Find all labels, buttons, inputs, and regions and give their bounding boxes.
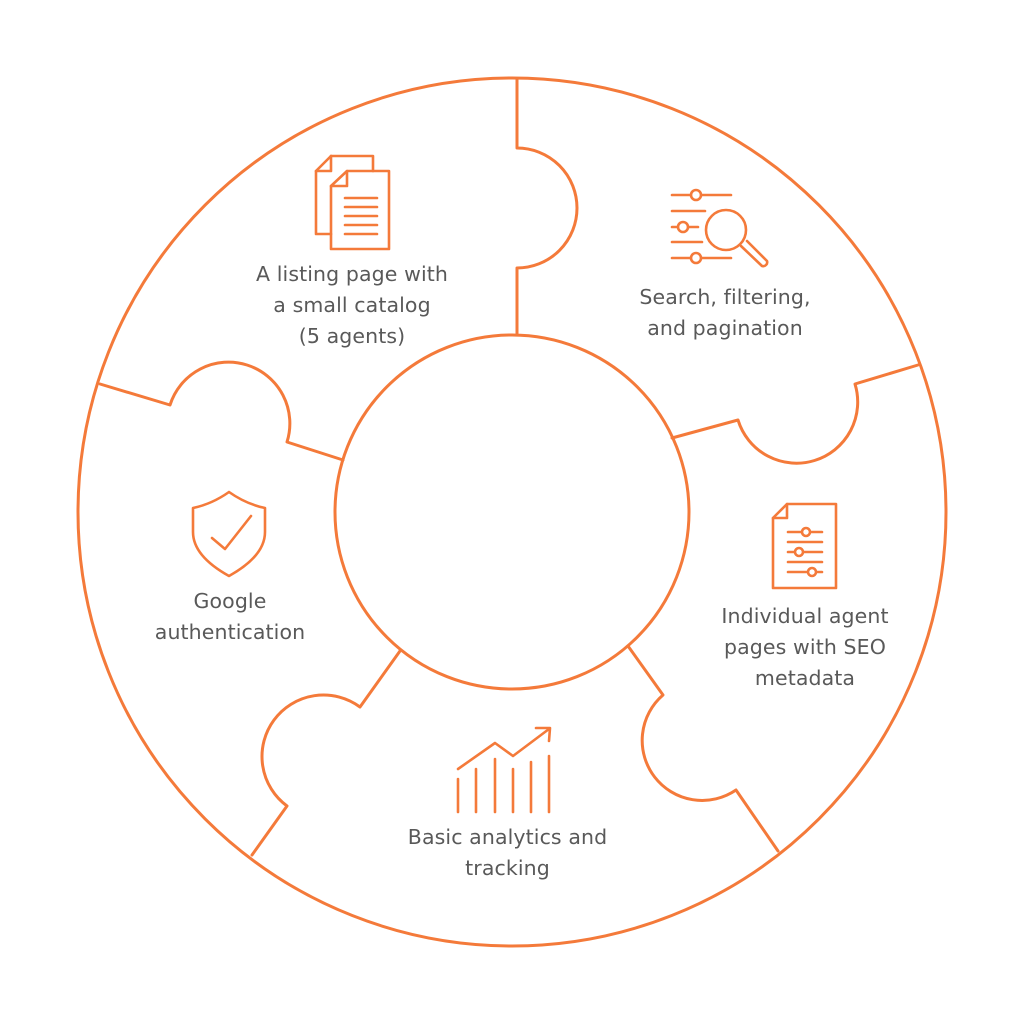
label-line: tracking	[465, 856, 550, 880]
connector-lower-left	[250, 649, 402, 857]
segment-label-auth: Google authentication	[120, 586, 340, 648]
label-line: Search, filtering,	[639, 285, 811, 309]
center-hub	[333, 333, 691, 691]
label-line: metadata	[754, 666, 856, 690]
label-line: Google	[193, 589, 267, 613]
connector-top	[515, 77, 579, 337]
segment-label-listing: A listing page with a small catalog (5 a…	[212, 259, 492, 352]
label-line: Individual agent	[721, 604, 889, 628]
document-settings-icon	[771, 502, 838, 590]
connector-lower-right	[626, 644, 780, 853]
label-line: (5 agents)	[298, 324, 406, 348]
label-line: Basic analytics and	[407, 825, 608, 849]
label-line: authentication	[154, 620, 306, 644]
label-line: a small catalog	[273, 293, 431, 317]
growth-chart-icon	[456, 726, 552, 814]
documents-icon	[314, 154, 391, 251]
label-line: and pagination	[647, 316, 803, 340]
connector-left	[98, 360, 345, 462]
shield-check-icon	[191, 490, 267, 578]
label-line: A listing page with	[256, 262, 448, 286]
segment-label-seo: Individual agent pages with SEO metadata	[670, 601, 940, 694]
search-filter-icon	[670, 188, 769, 268]
label-line: pages with SEO	[724, 635, 886, 659]
connector-right	[670, 363, 920, 465]
outer-ring	[76, 76, 948, 948]
segment-label-search: Search, filtering, and pagination	[590, 282, 860, 344]
segment-label-analytics: Basic analytics and tracking	[370, 822, 645, 884]
